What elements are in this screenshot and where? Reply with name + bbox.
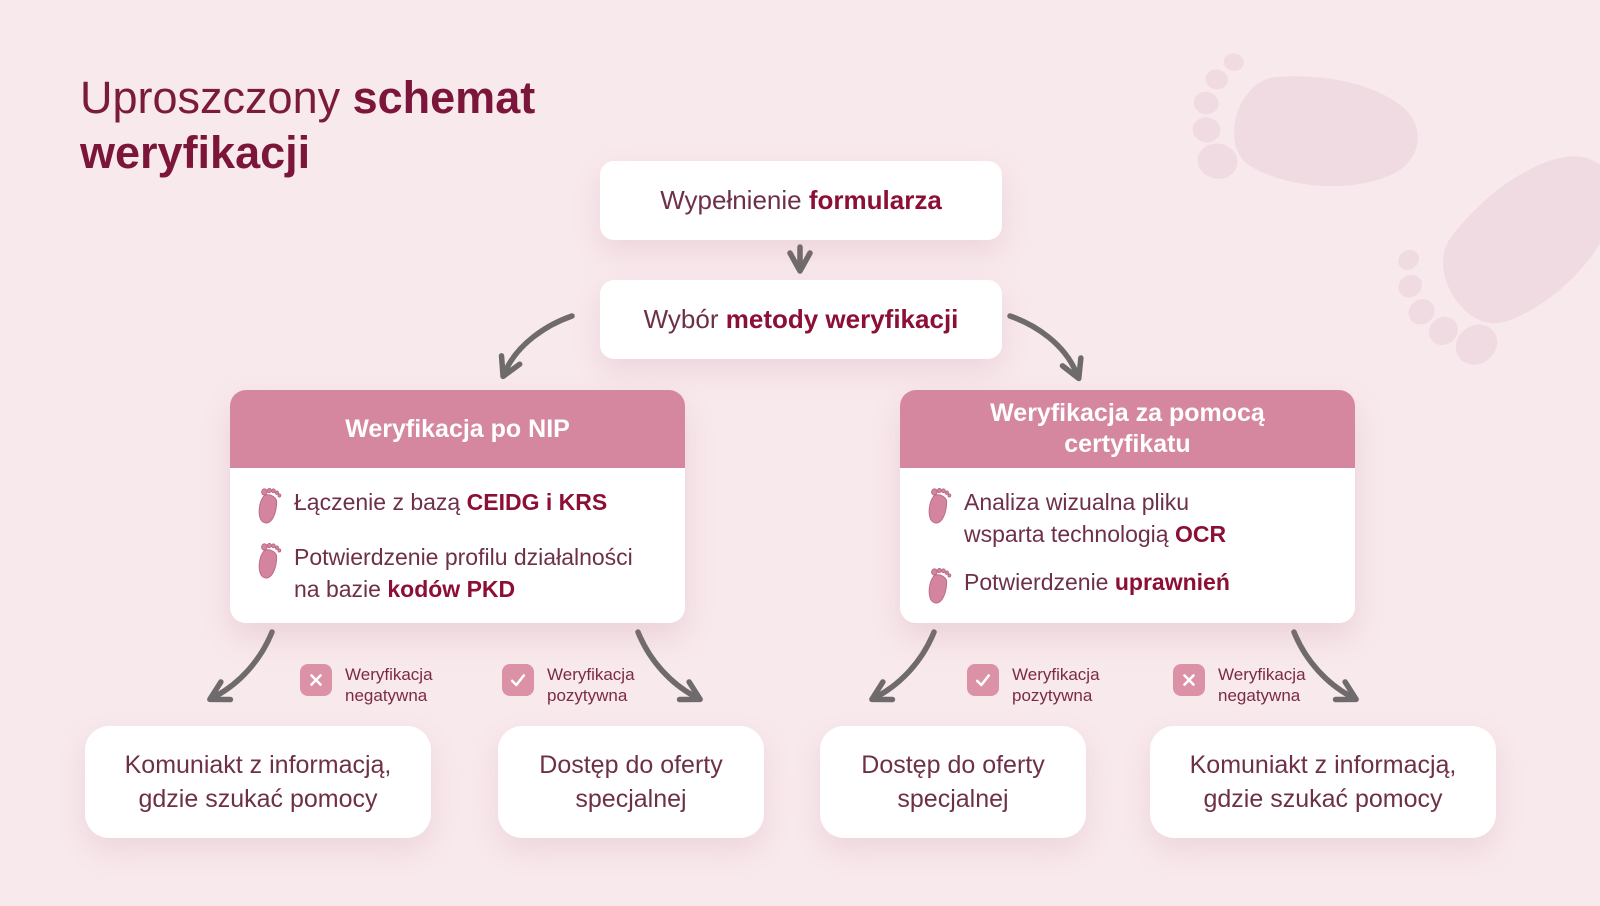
page-title: Uproszczony schemat weryfikacji xyxy=(80,70,700,180)
card-verification-nip: Weryfikacja po NIP Łączenie z bazą CEIDG… xyxy=(230,390,685,623)
curved-arrow-negative-left-icon xyxy=(207,629,275,703)
title-bold: schemat xyxy=(352,72,536,123)
list-item: Łączenie z bazą CEIDG i KRS xyxy=(256,486,667,525)
list-item-text: Potwierdzenie uprawnień xyxy=(964,569,1230,595)
cross-icon xyxy=(1173,664,1205,696)
curved-arrow-left-icon xyxy=(498,313,575,380)
footprint-bullet-icon xyxy=(252,540,284,583)
footprint-bullet-icon xyxy=(922,565,954,608)
list-item: Analiza wizualna pliku wsparta technolog… xyxy=(926,486,1337,550)
flow-step-method-label: Wybór metody weryfikacji xyxy=(643,304,959,334)
list-item-text: Analiza wizualna pliku wsparta technolog… xyxy=(964,489,1227,547)
outcome-help-message-right: Komuniakt z informacją,gdzie szukać pomo… xyxy=(1150,726,1496,838)
footprint-bullet-icon xyxy=(252,485,284,528)
card-certificate-body: Analiza wizualna pliku wsparta technolog… xyxy=(900,468,1355,623)
curved-arrow-positive-left-icon xyxy=(635,629,703,703)
list-item: Potwierdzenie profilu działalności na ba… xyxy=(256,541,667,605)
list-item-text: Potwierdzenie profilu działalności na ba… xyxy=(294,544,633,602)
flow-step-form-label: Wypełnienie formularza xyxy=(660,185,942,215)
check-icon xyxy=(967,664,999,696)
list-item: Potwierdzenie uprawnień xyxy=(926,566,1337,605)
check-icon xyxy=(502,664,534,696)
flow-step-form: Wypełnienie formularza xyxy=(600,161,1002,240)
card-nip-body: Łączenie z bazą CEIDG i KRS Potwierdzeni… xyxy=(230,468,685,623)
footprint-bullet-icon xyxy=(922,485,954,528)
title-bold: weryfikacji xyxy=(80,127,311,178)
curved-arrow-positive-right-icon xyxy=(869,629,937,703)
title-regular: Uproszczony xyxy=(80,72,341,123)
flow-step-method: Wybór metody weryfikacji xyxy=(600,280,1002,359)
card-verification-certificate: Weryfikacja za pomocą certyfikatu Analiz… xyxy=(900,390,1355,623)
card-certificate-header: Weryfikacja za pomocą certyfikatu xyxy=(900,390,1355,468)
outcome-help-message-left: Komuniakt z informacją,gdzie szukać pomo… xyxy=(85,726,431,838)
curved-arrow-right-icon xyxy=(1007,313,1084,382)
baby-footprint-decoration-icon xyxy=(1172,32,1442,230)
list-item-text: Łączenie z bazą CEIDG i KRS xyxy=(294,489,608,515)
card-nip-header: Weryfikacja po NIP xyxy=(230,390,685,468)
cross-icon xyxy=(300,664,332,696)
